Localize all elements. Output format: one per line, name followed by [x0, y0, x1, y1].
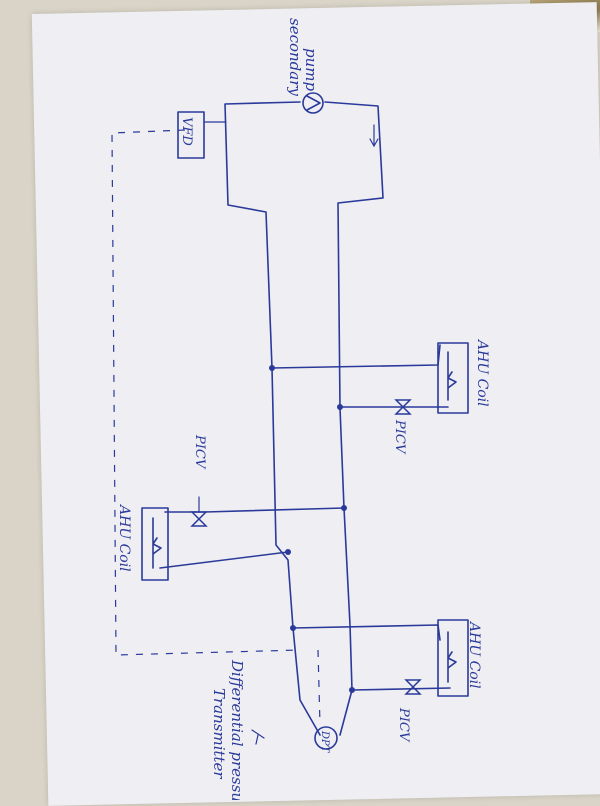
- control-signal-line: [111, 129, 301, 656]
- dpt-symbol: [314, 726, 338, 750]
- supply-pipe: [224, 101, 321, 736]
- junction-node: [290, 625, 296, 631]
- junction-node: [269, 365, 275, 371]
- picv-2-valve-icon: [190, 511, 208, 527]
- junction-node: [285, 549, 291, 555]
- pump-label: secondary pump: [286, 18, 320, 101]
- dpt-sense-line: [317, 649, 321, 726]
- secondary-pump-symbol: [302, 92, 324, 114]
- pump-discharge-arrow: [369, 124, 379, 148]
- ahu-coil-2-label: AHU Coil: [116, 503, 132, 572]
- dpt-pointer-arrow: [251, 729, 265, 745]
- junction-node: [341, 505, 347, 511]
- vfd-label: VFD: [179, 117, 194, 146]
- vfd-box: [177, 111, 205, 159]
- ahu-coil-3-box: [437, 619, 469, 697]
- ahu-coil-2-return-branch: [159, 551, 289, 569]
- ahu-coil-1-supply-branch: [271, 344, 441, 369]
- picv-3-valve-icon: [404, 679, 422, 695]
- return-pipe: [324, 101, 384, 736]
- ahu-coil-1-coil-symbol: [447, 351, 457, 401]
- ahu-coil-1-label: AHU Coil: [474, 338, 490, 407]
- pump-impeller-icon: [306, 95, 321, 111]
- ahu-coil-2-coil-symbol: [152, 517, 162, 569]
- dpt-label: DPT: [319, 730, 330, 754]
- picv-2-label: PICV: [192, 434, 207, 470]
- ahu-coil-1-box: [437, 342, 469, 414]
- picv-1-valve-icon: [394, 399, 412, 415]
- picv-3-label: PICV: [396, 707, 411, 743]
- ahu-coil-3-return-branch: [351, 687, 451, 691]
- ahu-coil-3-coil-symbol: [447, 631, 457, 683]
- ahu-coil-3-supply-branch: [292, 624, 441, 641]
- picv-1-label: PICV: [392, 419, 407, 455]
- ahu-coil-3-label: AHU Coil: [466, 620, 482, 689]
- junction-node: [349, 687, 355, 693]
- transmitter-label: Differential pressure Transmitter: [210, 659, 246, 800]
- junction-node: [337, 404, 343, 410]
- ahu-coil-2-box: [141, 507, 169, 581]
